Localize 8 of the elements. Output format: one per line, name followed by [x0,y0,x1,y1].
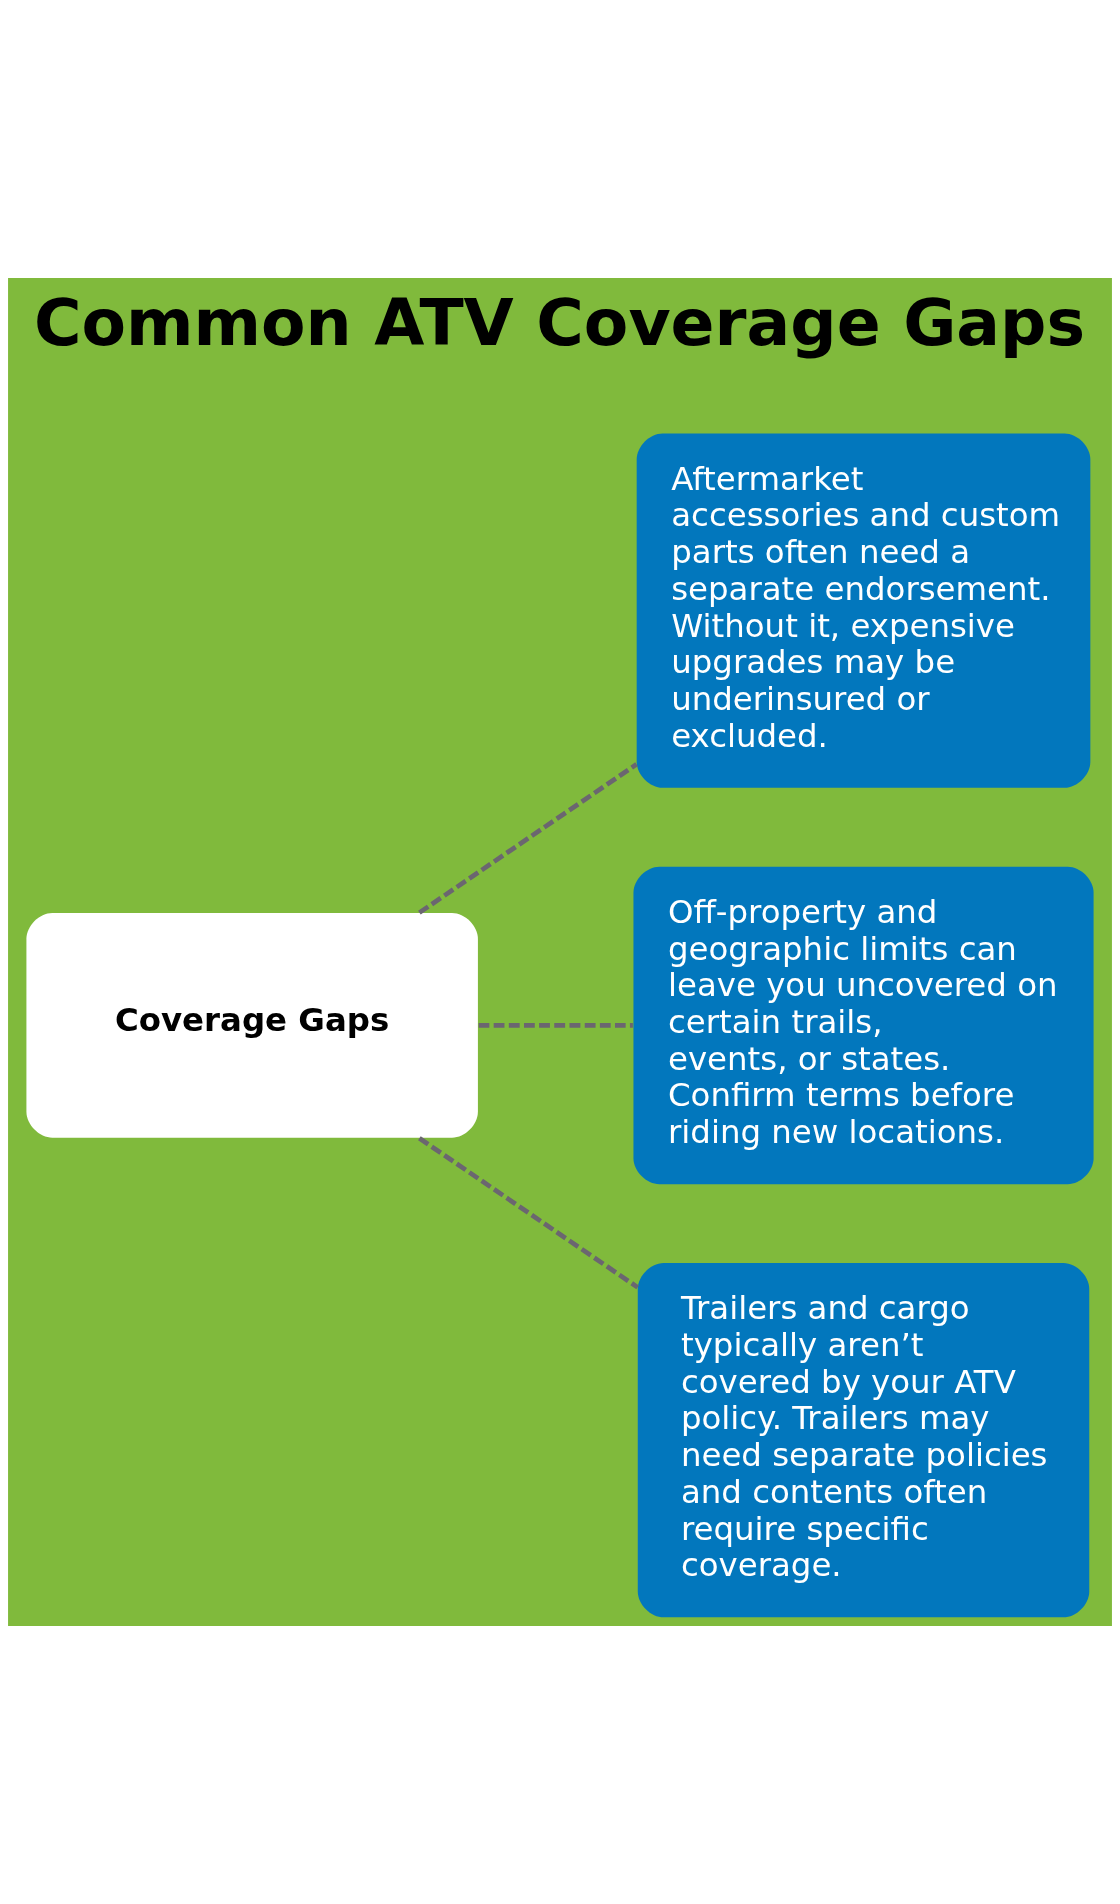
connector [418,762,638,915]
node-box: Coverage Gaps [26,913,478,1138]
node-box: Aftermarket accessories and custom parts often need a separate endorsement. Without it, expensive upgrades may be underinsured or excluded. [636,433,1091,788]
diagram-title: Common ATV Coverage Gaps [33,284,1086,360]
node-box: Trailers and cargo typically aren’t covered by your ATV policy. Trailers may need separate policies and contents often require specific coverage. [637,1263,1090,1618]
connector [478,1023,633,1028]
connector [418,1136,639,1290]
node-box: Off-property and geographic limits can leave you uncovered on certain trails, events, or states. Confirm terms before riding new locations. [633,866,1094,1185]
